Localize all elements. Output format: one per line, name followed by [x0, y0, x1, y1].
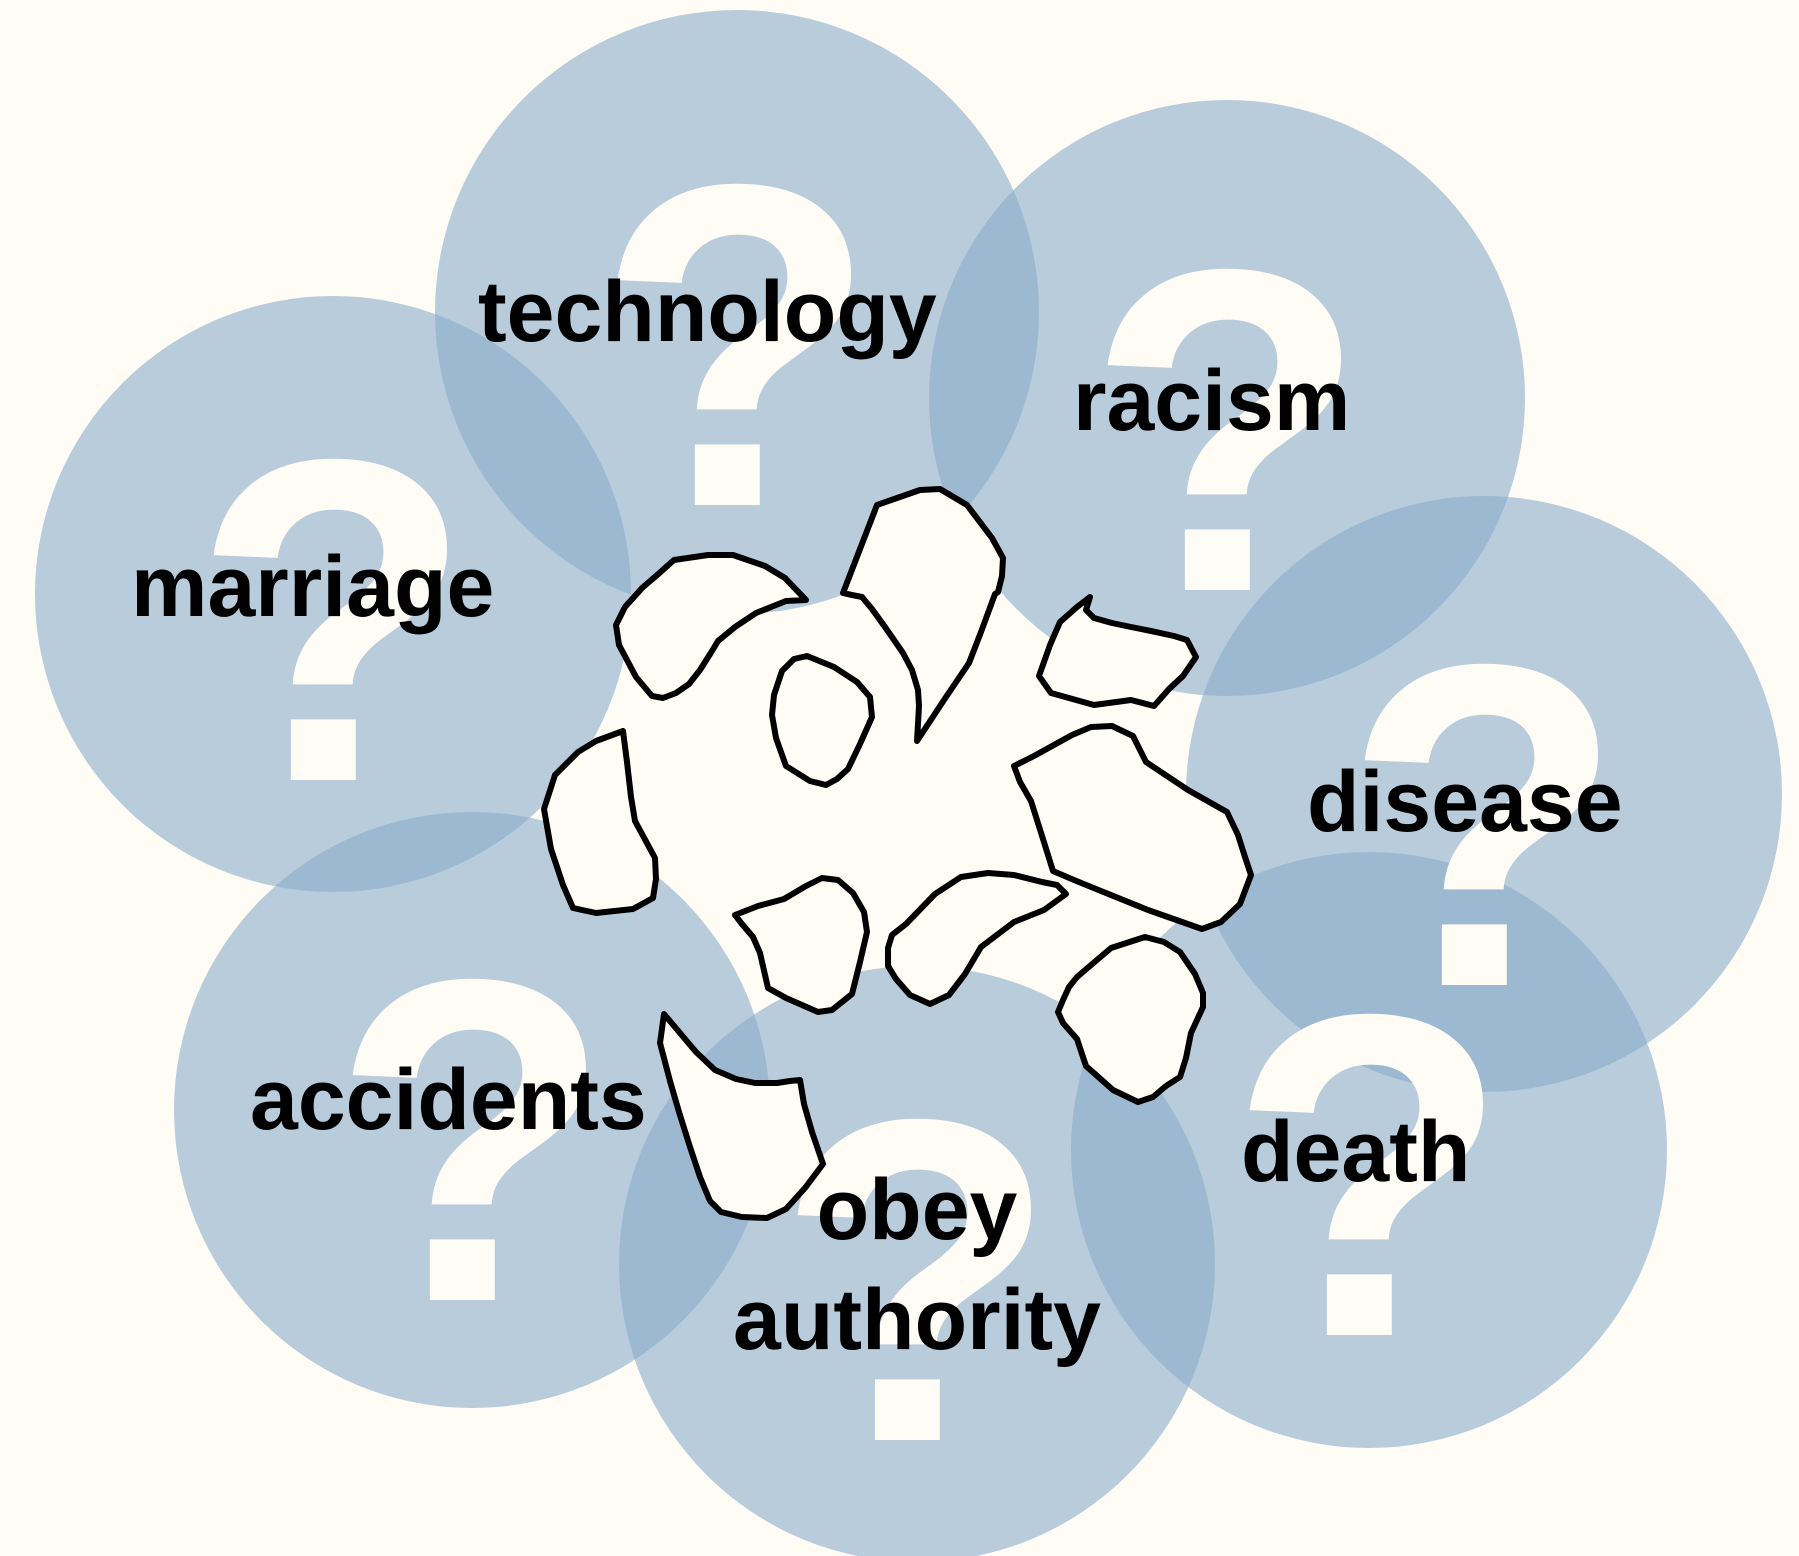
topic-label-marriage: marriage	[131, 539, 494, 635]
topic-label-disease: disease	[1307, 754, 1623, 850]
topic-label-accidents: accidents	[250, 1052, 647, 1148]
bubble-layer	[35, 10, 1782, 1556]
topic-label-death: death	[1241, 1104, 1470, 1200]
label-layer: technology racism marriage disease accid…	[131, 264, 1623, 1368]
question-mark-icon: ?	[193, 365, 474, 878]
question-mark-icon: ?	[332, 885, 613, 1398]
question-mark-icon: ?	[1344, 570, 1625, 1083]
question-mark-icon: ?	[777, 1025, 1058, 1538]
bubble-death	[1071, 852, 1667, 1448]
topic-label-obey: obey	[817, 1162, 1018, 1258]
bubble-marriage	[35, 296, 631, 892]
question-mark-icon: ?	[1229, 920, 1510, 1433]
topic-label-authority: authority	[733, 1272, 1101, 1368]
topic-label-racism: racism	[1073, 353, 1350, 449]
question-mark-layer: ? ? ? ? ? ? ?	[193, 90, 1625, 1538]
crumpled-paper-icon	[541, 486, 1254, 1221]
question-mark-icon: ?	[597, 90, 878, 603]
topic-label-technology: technology	[478, 264, 937, 360]
question-mark-icon: ?	[1087, 175, 1368, 688]
